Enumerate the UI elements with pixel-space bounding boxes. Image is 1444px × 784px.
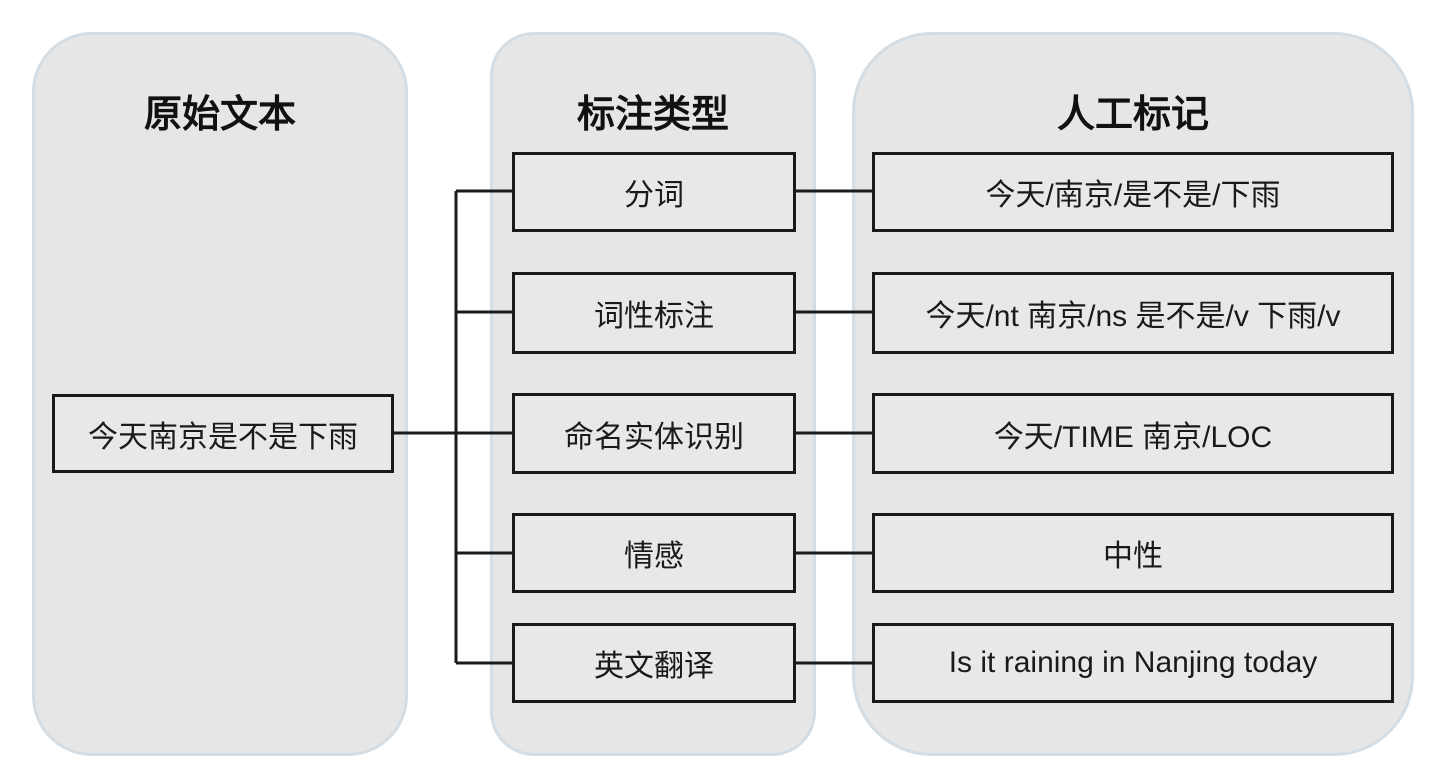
manual-label-title: 人工标记 [1056,94,1209,136]
manual-label-box: Is it raining in Nanjing today [872,623,1394,703]
manual-label-box: 中性 [872,513,1394,593]
manual-label-box: 今天/TIME 南京/LOC [872,393,1394,474]
annotation-type-box: 命名实体识别 [512,393,796,474]
source-text-title: 原始文本 [143,94,296,136]
manual-label-box: 今天/nt 南京/ns 是不是/v 下雨/v [872,272,1394,354]
annotation-type-box: 英文翻译 [512,623,796,703]
annotation-type-box: 词性标注 [512,272,796,354]
source-text-box: 今天南京是不是下雨 [52,394,394,473]
annotation-type-box: 分词 [512,152,796,232]
annotation-type-title: 标注类型 [576,94,729,136]
manual-label-box: 今天/南京/是不是/下雨 [872,152,1394,232]
annotation-type-box: 情感 [512,513,796,593]
